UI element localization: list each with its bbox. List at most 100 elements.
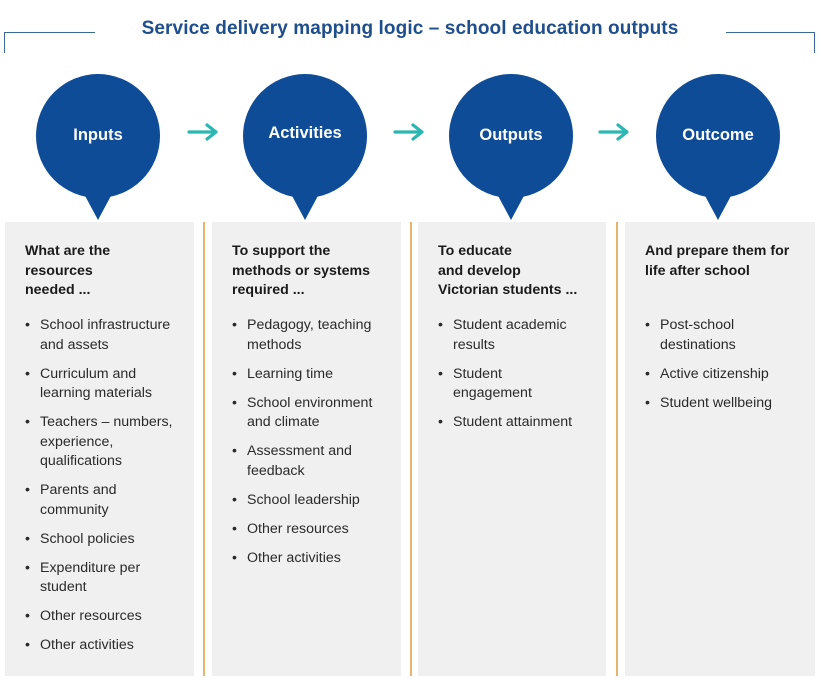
list-item-line: School infrastructure [40,317,171,333]
list-item: School leadership [232,491,372,511]
list-item-line: Teachers – numbers, [40,414,173,430]
panel-inputs: What are the resources needed ... School in… [5,222,194,676]
title-rule-right [726,32,815,53]
stage-circle-shape [36,74,160,198]
stage-circle-activities [243,74,367,220]
diagram-title: Service delivery mapping logic – school … [141,18,679,39]
list-item: Curriculum and learning materials [25,365,172,404]
list-item-line: qualifications [40,453,123,469]
stage-label: Outcome [682,126,754,144]
list-item-line: engagement [453,385,532,401]
panel-heading-line: What are the [25,243,111,259]
arrow-right-icon [393,123,424,141]
list-item-line: results [453,336,495,353]
stage-circle-outputs [449,74,573,220]
list-item: Expenditure per student [25,559,172,598]
list-item: School policies [25,530,172,550]
list-item-line: Post-school [660,317,735,333]
list-item: Teachers – numbers, experience, qualificat… [25,413,172,472]
list-item-line: Expenditure per [40,559,141,576]
stage-pointer [496,192,526,220]
panel-heading-line: To educate [438,243,512,259]
list-item: Student wellbeing [645,394,772,414]
list-item: Student engagement [438,365,572,404]
panel-heading-line: To support the [232,243,331,259]
list-item-line: feedback [247,462,305,479]
list-item: Student academic results [438,316,572,355]
arrow-stroke [598,123,629,141]
list-item-line: Active citizenship [660,365,769,382]
list-item-line: Student wellbeing [660,394,773,411]
list-item: Other resources [25,607,172,627]
arrow-right-icon [187,123,218,141]
list-item-line: School policies [40,530,135,547]
list-item-line: Student [453,365,502,382]
stage-circle-shape [243,74,367,198]
list-item-line: School environment [247,394,373,411]
arrow-stroke [187,123,218,141]
list-item-line: Assessment and [247,443,352,459]
stage-pointer [83,192,113,220]
list-item: Assessment and feedback [232,442,372,481]
title-rule-left [4,32,95,53]
arrow-right-icon [598,123,629,141]
stage-circle-inputs [36,74,160,220]
bullet-list: Student academic resultsStudent engagement… [438,316,572,442]
list-item: Learning time [232,365,372,385]
stage-circle-outcome [656,74,780,220]
list-item-line: Parents and [40,482,117,498]
panel-heading: What are the resources needed ... [25,242,190,301]
list-item-line: Other resources [40,608,142,624]
stage-outputs: Outputs [438,74,584,220]
list-item-line: Student academic [453,317,567,333]
list-item: School infrastructure and assets [25,316,172,355]
list-item: Other activities [232,549,372,569]
stage-label: Inputs [73,126,123,144]
list-item: Student attainment [438,413,572,433]
stage-pointer [290,192,320,220]
bullet-list: Post-schooldestinationsActive citizenshi… [645,316,772,423]
list-item-line: Other activities [40,637,134,653]
bullet-list: School infrastructure and assetsCurriculu… [25,316,172,665]
list-item-line: Curriculum and [40,365,137,382]
list-item: Active citizenship [645,365,772,385]
panel-heading-line: needed ... [25,282,91,298]
list-item-line: student [40,579,87,595]
stage-label: Outputs [479,126,543,144]
panel-heading-line: Victorian students ... [438,282,578,298]
panel-heading-line: and develop [438,262,521,279]
bullet-list: Pedagogy, teaching methodsLearning timeSc… [232,316,372,578]
panel-heading-line: required ... [232,282,305,298]
list-item-line: and assets [40,336,109,353]
list-item-line: learning materials [40,385,152,401]
stage-inputs: Inputs [25,74,171,220]
panel-heading-line: And prepare them for [645,243,790,259]
list-item-line: Other resources [247,520,349,537]
list-item-line: School leadership [247,491,360,508]
stage-circle-shape [449,74,573,198]
panel-heading-line: resources [25,262,93,279]
list-item: Other activities [25,636,172,656]
stage-label: Activities [268,124,342,142]
list-item-line: Other activities [247,549,341,566]
arrow-stroke [393,123,424,141]
list-item-line: Learning time [247,365,333,382]
stage-outcome: Outcome [645,74,791,220]
list-item-line: Student attainment [453,414,573,430]
stage-pointer [703,192,733,220]
list-item-line: methods [247,336,302,353]
list-item: Other resources [232,520,372,540]
list-item-line: Pedagogy, teaching [247,317,372,333]
column-divider [616,222,618,676]
list-item-line: community [40,501,109,518]
list-item-line: and climate [247,414,320,430]
stage-activities: Activities [232,74,378,220]
list-item-line: experience, [40,433,114,450]
column-divider [410,222,412,676]
